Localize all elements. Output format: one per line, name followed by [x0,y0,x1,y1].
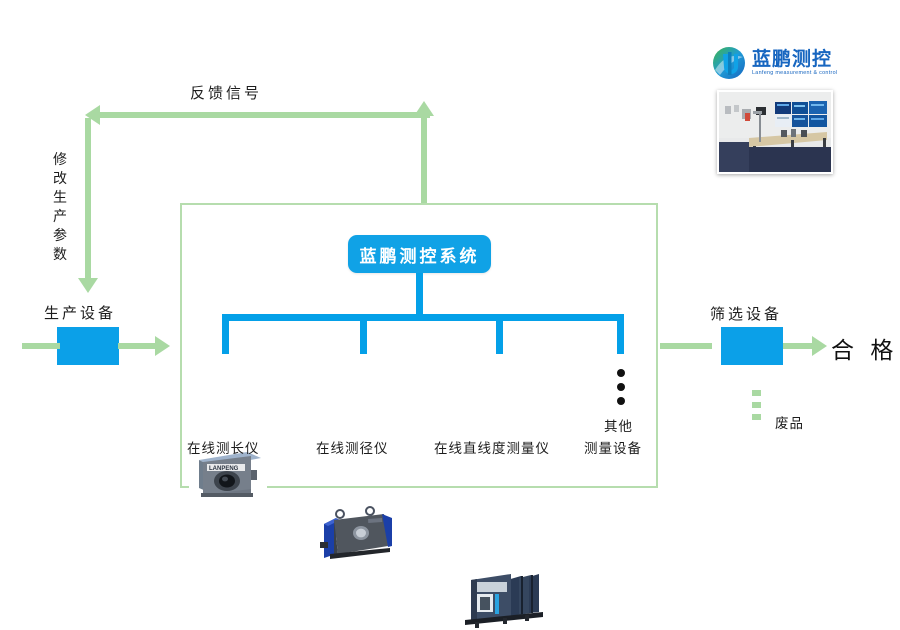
other-devices-ellipsis-icon [613,368,629,413]
device-label-1: 在线测长仪 [187,441,260,456]
feedback-signal-label: 反馈信号 [190,85,263,102]
device-label-4-line2: 测量设备 [584,441,642,456]
tree-drop-3 [496,314,503,354]
device-label-3: 在线直线度测量仪 [434,441,550,456]
device-image-online-diameter-gauge [318,502,400,566]
waste-dash-3 [752,414,761,420]
qualified-arrowhead [812,336,827,356]
production-equipment-label: 生产设备 [44,305,117,322]
tree-drop-2 [360,314,367,354]
waste-dash-2 [752,402,761,408]
lanpeng-logo-icon [713,47,745,79]
device-image-online-length-gauge: LANPENG [189,442,267,504]
waste-dash-1 [752,390,761,396]
system-to-screening-line [660,343,712,349]
screening-equipment-label: 筛选设备 [710,306,783,323]
control-room-image [719,92,831,172]
system-button[interactable]: 蓝鹏测控系统 [348,235,491,273]
brand-logo: 蓝鹏测控 Lanfeng measurement & control [712,46,837,80]
logo-text-cn: 蓝鹏测控 [752,48,833,70]
feedback-arrowhead-up [414,101,434,116]
feedback-line-horizontal [100,112,430,118]
modify-params-label: 修改生产参数 [53,151,67,262]
control-room-photo [717,90,833,174]
screening-equipment-box [721,327,783,365]
waste-label: 废品 [775,416,804,431]
production-to-system-line [118,343,156,349]
tree-bus-horizontal [222,314,624,321]
feedback-line-vertical-right [421,115,427,205]
tree-stem-vertical [416,273,423,318]
device-label-4-line1: 其他 [604,419,633,434]
measurement-system-container [180,203,658,488]
modify-params-arrowhead-down [78,278,98,293]
device-label-2: 在线测径仪 [316,441,389,456]
device-image-online-straightness-gauge [455,568,549,630]
tree-drop-4 [617,314,624,354]
logo-text-en: Lanfeng measurement & control [752,69,838,76]
qualified-label: 合 格 [831,337,899,363]
tree-drop-1 [222,314,229,354]
modify-params-line-vertical [85,118,91,278]
svg-text:LANPENG: LANPENG [209,466,239,472]
input-material-line [22,343,60,349]
screening-to-qualified-line [783,343,815,349]
production-to-system-arrowhead [155,336,170,356]
production-equipment-box [57,327,119,365]
diagram-canvas: 蓝鹏测控 Lanfeng measurement & control [22,46,899,630]
